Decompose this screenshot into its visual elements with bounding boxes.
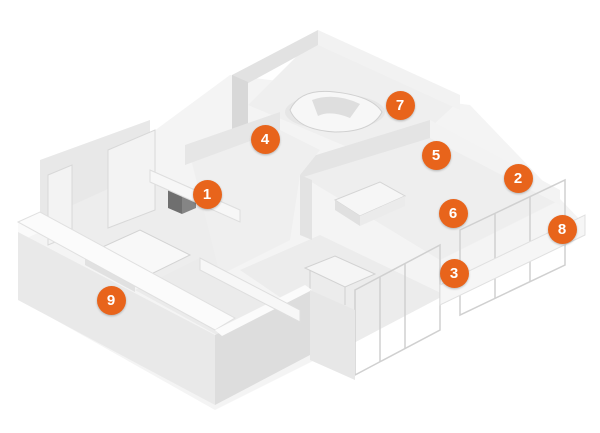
- room-marker-5[interactable]: 5: [421, 140, 451, 170]
- hall-wall: [185, 112, 280, 165]
- garage-right-wall: [318, 30, 460, 110]
- car: [285, 90, 385, 133]
- room-marker-1[interactable]: 1: [192, 179, 222, 209]
- curtains: [47, 129, 156, 246]
- room-marker-3[interactable]: 3: [439, 258, 469, 288]
- outer-wall-front-left-top: [16, 211, 237, 331]
- room-marker-2[interactable]: 2: [503, 163, 533, 193]
- living-back-wall: [300, 120, 430, 178]
- garage-left-wall: [232, 75, 248, 140]
- room-marker-7[interactable]: 7: [385, 90, 415, 120]
- room-marker-4[interactable]: 4: [250, 124, 280, 154]
- kitchen-floor: [240, 235, 445, 345]
- outer-wall-front-left: [18, 232, 215, 405]
- room-marker-6[interactable]: 6: [438, 198, 468, 228]
- partition-wall-2: [199, 257, 301, 323]
- partition-wall-3: [300, 175, 312, 240]
- room-marker-9[interactable]: 9: [96, 285, 126, 315]
- room-marker-8[interactable]: 8: [547, 214, 577, 244]
- hall-floor: [190, 125, 320, 275]
- garage-back-wall: [232, 30, 318, 92]
- outer-wall-front-right-top: [215, 285, 312, 336]
- outer-wall-right: [439, 214, 586, 306]
- outer-wall-center: [310, 290, 355, 380]
- table: [303, 255, 377, 305]
- outer-wall-front-right: [215, 290, 310, 405]
- sofa: [333, 181, 407, 226]
